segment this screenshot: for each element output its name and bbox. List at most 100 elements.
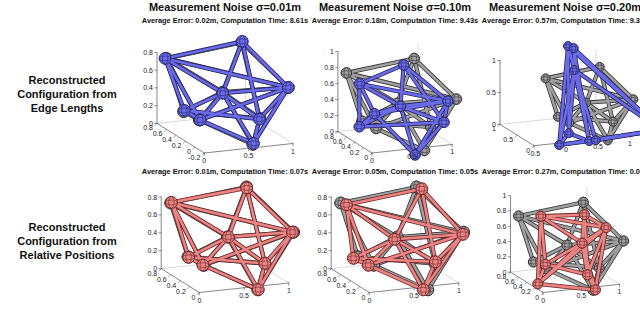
sphere-meridian	[240, 36, 245, 48]
z-axis	[337, 52, 338, 132]
sphere-parallel	[416, 186, 428, 191]
reconstruction-bar	[360, 84, 448, 101]
y-tick-label: 0.2	[176, 288, 186, 295]
sphere-meridian	[198, 114, 203, 126]
reconstruction-node-sphere	[583, 270, 593, 280]
sphere-parallel	[583, 273, 593, 277]
sphere-parallel	[591, 138, 600, 142]
sphere-meridian	[419, 183, 424, 195]
row-label: Reconstructed Configuration from Edge Le…	[6, 74, 128, 115]
reconstruction-bar	[165, 41, 242, 58]
reconstruction-node-sphere	[443, 96, 454, 107]
tick-mark	[155, 52, 158, 53]
column-title: Measurement Noise σ=0.10m	[319, 1, 471, 13]
x-tick-label: 1	[628, 140, 632, 147]
sphere-parallel	[443, 99, 454, 103]
tick-mark	[174, 135, 176, 137]
reconstruction-bar	[223, 88, 289, 94]
tick-mark	[412, 149, 413, 152]
sphere-parallel	[562, 243, 572, 247]
reconstruction-bar-outline	[254, 88, 289, 144]
reconstruction-node-sphere	[183, 251, 195, 263]
sphere-meridian	[587, 137, 591, 146]
reconstruction-bar	[228, 188, 246, 237]
tick-mark	[178, 281, 180, 283]
z-tick-label: 0.4	[497, 238, 507, 245]
y-tick-label: 0	[361, 294, 365, 301]
tick-mark	[188, 287, 190, 289]
reconstruction-bar	[400, 106, 444, 122]
tick-mark	[329, 269, 331, 271]
y-tick-label: 0.2	[172, 142, 182, 149]
reconstruction-bar-outline	[357, 84, 361, 127]
reconstruction-bar	[395, 234, 463, 239]
tick-mark	[508, 210, 511, 211]
sphere-parallel	[409, 56, 420, 60]
sphere-meridian	[580, 238, 585, 248]
sphere-parallel	[601, 226, 611, 230]
ground-truth-node-sphere	[241, 181, 253, 193]
reconstruction-bar-outline	[223, 41, 243, 93]
reconstruction-bar	[400, 106, 415, 155]
tick-mark	[199, 293, 200, 296]
sphere-meridian	[557, 141, 561, 150]
tick-mark	[414, 288, 415, 291]
sphere-parallel	[252, 287, 264, 292]
reconstruction-bar-outline	[360, 65, 404, 84]
tick-mark	[619, 284, 620, 287]
tick-mark	[339, 275, 341, 277]
sphere-meridian	[454, 94, 459, 105]
reconstruction-bar-outline	[347, 189, 422, 205]
reconstruction-node-sphere	[555, 141, 564, 150]
reconstruction-bar	[400, 65, 403, 106]
reconstruction-bar	[165, 58, 288, 87]
sphere-meridian	[572, 44, 576, 53]
tick-mark	[509, 272, 511, 274]
reconstruction-node-sphere	[248, 138, 260, 150]
sphere-parallel	[555, 143, 564, 147]
x-tick-label: 0	[367, 297, 371, 304]
reconstruction-bar-outline	[395, 189, 422, 240]
panel-subtitle: Average Error: 0.05m, Computation Time: …	[312, 167, 478, 176]
x-tick-label: 1	[287, 287, 291, 294]
x-tick-label: 0	[197, 297, 201, 304]
reconstruction-bar	[588, 228, 607, 275]
sphere-parallel	[236, 39, 248, 44]
reconstruction-bar	[353, 239, 394, 258]
x-tick-label: 0.5	[244, 152, 254, 159]
reconstruction-bar	[189, 237, 229, 257]
reconstruction-node-sphere	[579, 210, 589, 220]
reconstruction-bar	[347, 205, 464, 235]
x-tick-label: 0.5	[409, 292, 419, 299]
tick-mark	[335, 115, 338, 116]
z-tick-label: 0.8	[497, 207, 507, 214]
reconstruction-bar	[538, 243, 582, 284]
tick-mark	[244, 288, 245, 291]
sphere-parallel	[569, 46, 578, 50]
sphere-parallel	[259, 261, 271, 266]
tick-mark	[452, 145, 453, 148]
reconstruction-bar-outline	[347, 205, 464, 235]
z-tick-label: 0.6	[147, 211, 157, 218]
reconstruction-bar	[171, 202, 188, 257]
sphere-meridian	[581, 197, 586, 207]
reconstruction-bar	[538, 228, 606, 284]
sphere-parallel	[590, 288, 600, 292]
tick-mark	[193, 147, 195, 149]
y-tick-label: 0.2	[521, 288, 531, 295]
y-tick-label: 0.6	[327, 276, 337, 283]
reconstruction-node-sphere	[601, 223, 611, 233]
ground-truth-bar	[519, 216, 534, 262]
y-tick-label: 0.4	[167, 282, 177, 289]
sphere-parallel	[609, 120, 618, 124]
y-tick-label: 0	[191, 294, 195, 301]
ground-truth-bar	[341, 187, 417, 203]
reconstruction-node-sphere	[540, 259, 550, 269]
panel-subtitle: Average Error: 0.27m, Computation Time: …	[482, 167, 640, 176]
reconstruction-bar	[395, 189, 422, 240]
reconstruction-bar	[347, 189, 422, 205]
sphere-parallel	[398, 63, 409, 67]
reconstruction-node-sphere	[398, 60, 409, 71]
ground-truth-bar	[171, 187, 247, 203]
